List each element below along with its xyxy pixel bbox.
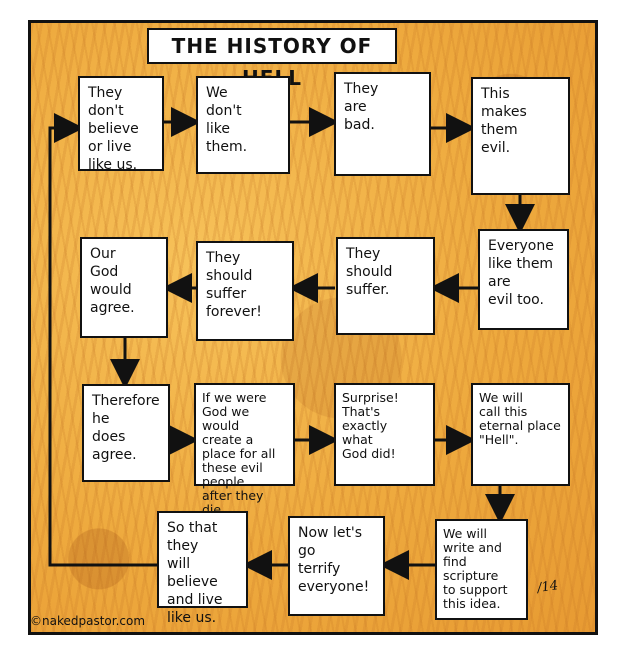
step-12-box: We will call this eternal place "Hell". <box>471 383 570 486</box>
step-4-box: This makes them evil. <box>471 77 570 195</box>
step-8-box: Our God would agree. <box>80 237 168 338</box>
step-13-box: We will write and find scripture to supp… <box>435 519 528 620</box>
step-6-box: They should suffer. <box>336 237 435 335</box>
artist-signature: /14 <box>536 578 560 596</box>
step-5-box: Everyone like them are evil too. <box>478 229 569 330</box>
step-14-box: Now let's go terrify everyone! <box>288 516 385 616</box>
credit-text: ©nakedpastor.com <box>30 614 146 628</box>
step-3-box: They are bad. <box>334 72 431 176</box>
step-11-box: Surprise! That's exactly what God did! <box>334 383 435 486</box>
step-10-box: If we were God we would create a place f… <box>194 383 295 517</box>
step-1-box: They don't believe or live like us. <box>78 76 164 173</box>
step-15-box: So that they will believe and live like … <box>157 511 248 626</box>
cartoon-title: THE HISTORY OF HELL <box>147 28 397 90</box>
step-7-box: They should suffer forever! <box>196 241 294 341</box>
step-2-box: We don't like them. <box>196 76 290 174</box>
step-9-box: Therefore he does agree. <box>82 384 170 482</box>
arrow-15-1 <box>48 113 157 567</box>
